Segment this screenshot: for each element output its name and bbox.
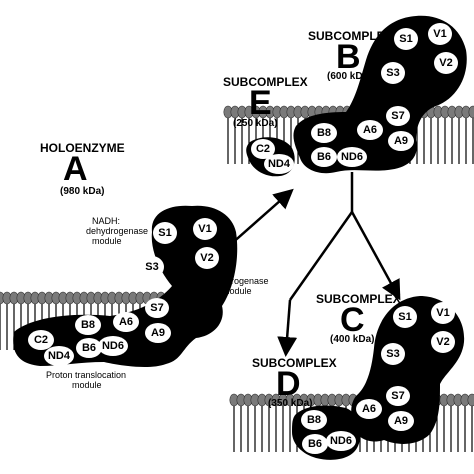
subcomplex-c-s3: S3: [381, 343, 405, 365]
subcomplex-d-b6: B6: [302, 434, 328, 454]
subcomplex-d-b8: B8: [301, 410, 327, 430]
proton-module-label-2: module: [72, 380, 102, 390]
subcomplex-d-mass: (350 kDa): [268, 398, 313, 409]
subcomplex-e-letter: E: [249, 84, 272, 122]
subcomplex-c-title: SUBCOMPLEX: [316, 292, 401, 306]
arrow-to-d: [288, 211, 354, 301]
subcomplex-d-nd6: ND6: [326, 431, 356, 451]
subunit-s7: S7: [145, 298, 169, 318]
holoenzyme-a-shape: [13, 205, 238, 368]
subunit-v2: V2: [195, 247, 219, 269]
subcomplex-b-v2: V2: [434, 52, 458, 74]
hydrogenase-module-label-1: Hydrogenase: [215, 276, 269, 286]
subunit-c2: C2: [28, 330, 54, 350]
subunit-a6: A6: [113, 312, 139, 332]
arrow-to-c: [350, 211, 401, 301]
subcomplex-b-b8: B8: [311, 123, 337, 143]
subunit-s3: S3: [140, 256, 164, 278]
subunit-nd4: ND4: [44, 346, 74, 366]
subcomplex-e-mass: (250 kDa): [233, 118, 278, 129]
subcomplex-b-title: SUBCOMPLEX: [308, 29, 393, 43]
subunit-nd6: ND6: [98, 336, 128, 356]
arrow-to-d-tip: [277, 299, 298, 357]
subcomplex-c-letter: C: [340, 301, 365, 339]
subcomplex-d-letter: D: [276, 365, 301, 403]
subcomplex-b-s7: S7: [386, 106, 410, 126]
subunit-a9: A9: [145, 323, 171, 343]
subcomplex-c-a6: A6: [356, 399, 382, 419]
subcomplex-b-b6: B6: [311, 147, 337, 167]
subcomplex-b-a9: A9: [388, 131, 414, 151]
subcomplex-c-s1: S1: [393, 306, 417, 328]
holoenzyme-mass: (980 kDa): [60, 186, 105, 197]
subcomplex-c-mass: (400 kDa): [330, 334, 375, 345]
nadh-module-label-1: NADH:: [92, 216, 121, 226]
subcomplex-b-v1: V1: [428, 23, 452, 45]
subcomplex-b-s3: S3: [381, 62, 405, 84]
subcomplex-b-letter: B: [336, 38, 361, 76]
subcomplex-b-a6: A6: [357, 120, 383, 140]
subcomplex-b-s1: S1: [394, 28, 418, 50]
subcomplex-d-title: SUBCOMPLEX: [252, 356, 337, 370]
holoenzyme-letter: A: [63, 150, 88, 188]
holoenzyme-title: HOLOENZYME: [40, 141, 125, 155]
nadh-module-label-3: module: [92, 236, 122, 246]
subcomplex-c-v2: V2: [431, 331, 455, 353]
subcomplex-b-nd6: ND6: [337, 147, 367, 167]
proton-module-label-1: Proton translocation: [46, 370, 127, 380]
subcomplex-b-mass: (600 kDa): [327, 71, 372, 82]
subcomplex-c-a9: A9: [388, 411, 414, 431]
subunit-b6: B6: [76, 338, 102, 358]
nadh-module-label-2: dehydrogenase: [86, 226, 149, 236]
subcomplex-c-s7: S7: [386, 386, 410, 406]
dissociation-arrows: [229, 172, 401, 357]
subunit-s1: S1: [153, 222, 177, 244]
arrow-a-to-be: [229, 188, 294, 246]
hydrogenase-module-label-2: module: [222, 286, 252, 296]
subcomplex-e-nd4: ND4: [264, 154, 294, 174]
subunit-v1: V1: [193, 218, 217, 240]
subcomplex-e-c2: C2: [251, 139, 275, 159]
subcomplex-e-title: SUBCOMPLEX: [223, 75, 308, 89]
subunit-b8: B8: [75, 315, 101, 335]
subcomplex-c-v1: V1: [431, 302, 455, 324]
